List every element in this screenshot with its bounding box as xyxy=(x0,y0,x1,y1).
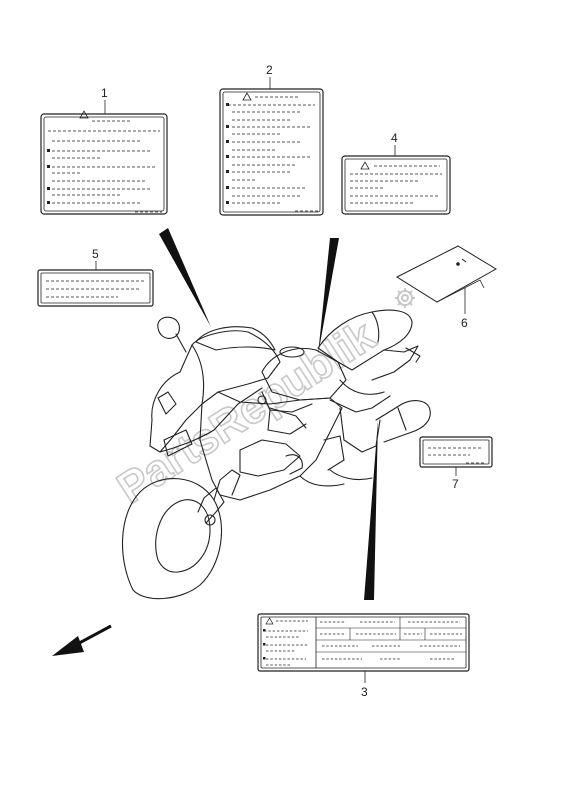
direction-arrow-icon xyxy=(52,624,112,656)
warning-triangle-icon xyxy=(79,110,89,119)
callout-7: 7 xyxy=(452,477,459,491)
callout-1: 1 xyxy=(101,86,108,100)
watermark-text: PartsRepublik xyxy=(109,311,384,514)
label-4 xyxy=(341,145,451,215)
pointer-wedges xyxy=(159,228,378,600)
label-5 xyxy=(37,261,154,307)
wedge-label-2 xyxy=(318,238,339,355)
label-6 xyxy=(395,245,497,314)
mirror xyxy=(157,316,181,339)
side-fairing xyxy=(199,391,343,501)
warning-triangle-icon xyxy=(360,161,370,170)
label-1 xyxy=(40,100,168,215)
callout-2: 2 xyxy=(266,63,273,77)
motorcycle-outline xyxy=(121,309,431,600)
callout-4: 4 xyxy=(391,131,398,145)
seat xyxy=(317,309,413,371)
exhaust xyxy=(375,400,431,443)
callout-3: 3 xyxy=(361,685,368,699)
wedge-label-3 xyxy=(364,420,378,600)
label-3 xyxy=(257,613,470,683)
wedge-label-1 xyxy=(159,228,211,327)
callout-6: 6 xyxy=(461,316,468,330)
callout-5: 5 xyxy=(92,247,99,261)
label-7 xyxy=(419,436,493,476)
warning-triangle-icon xyxy=(242,92,252,101)
watermark-gear-icon xyxy=(395,288,415,308)
label-2 xyxy=(219,77,324,216)
front-fairing xyxy=(149,330,281,453)
warning-triangle-icon xyxy=(265,617,274,625)
